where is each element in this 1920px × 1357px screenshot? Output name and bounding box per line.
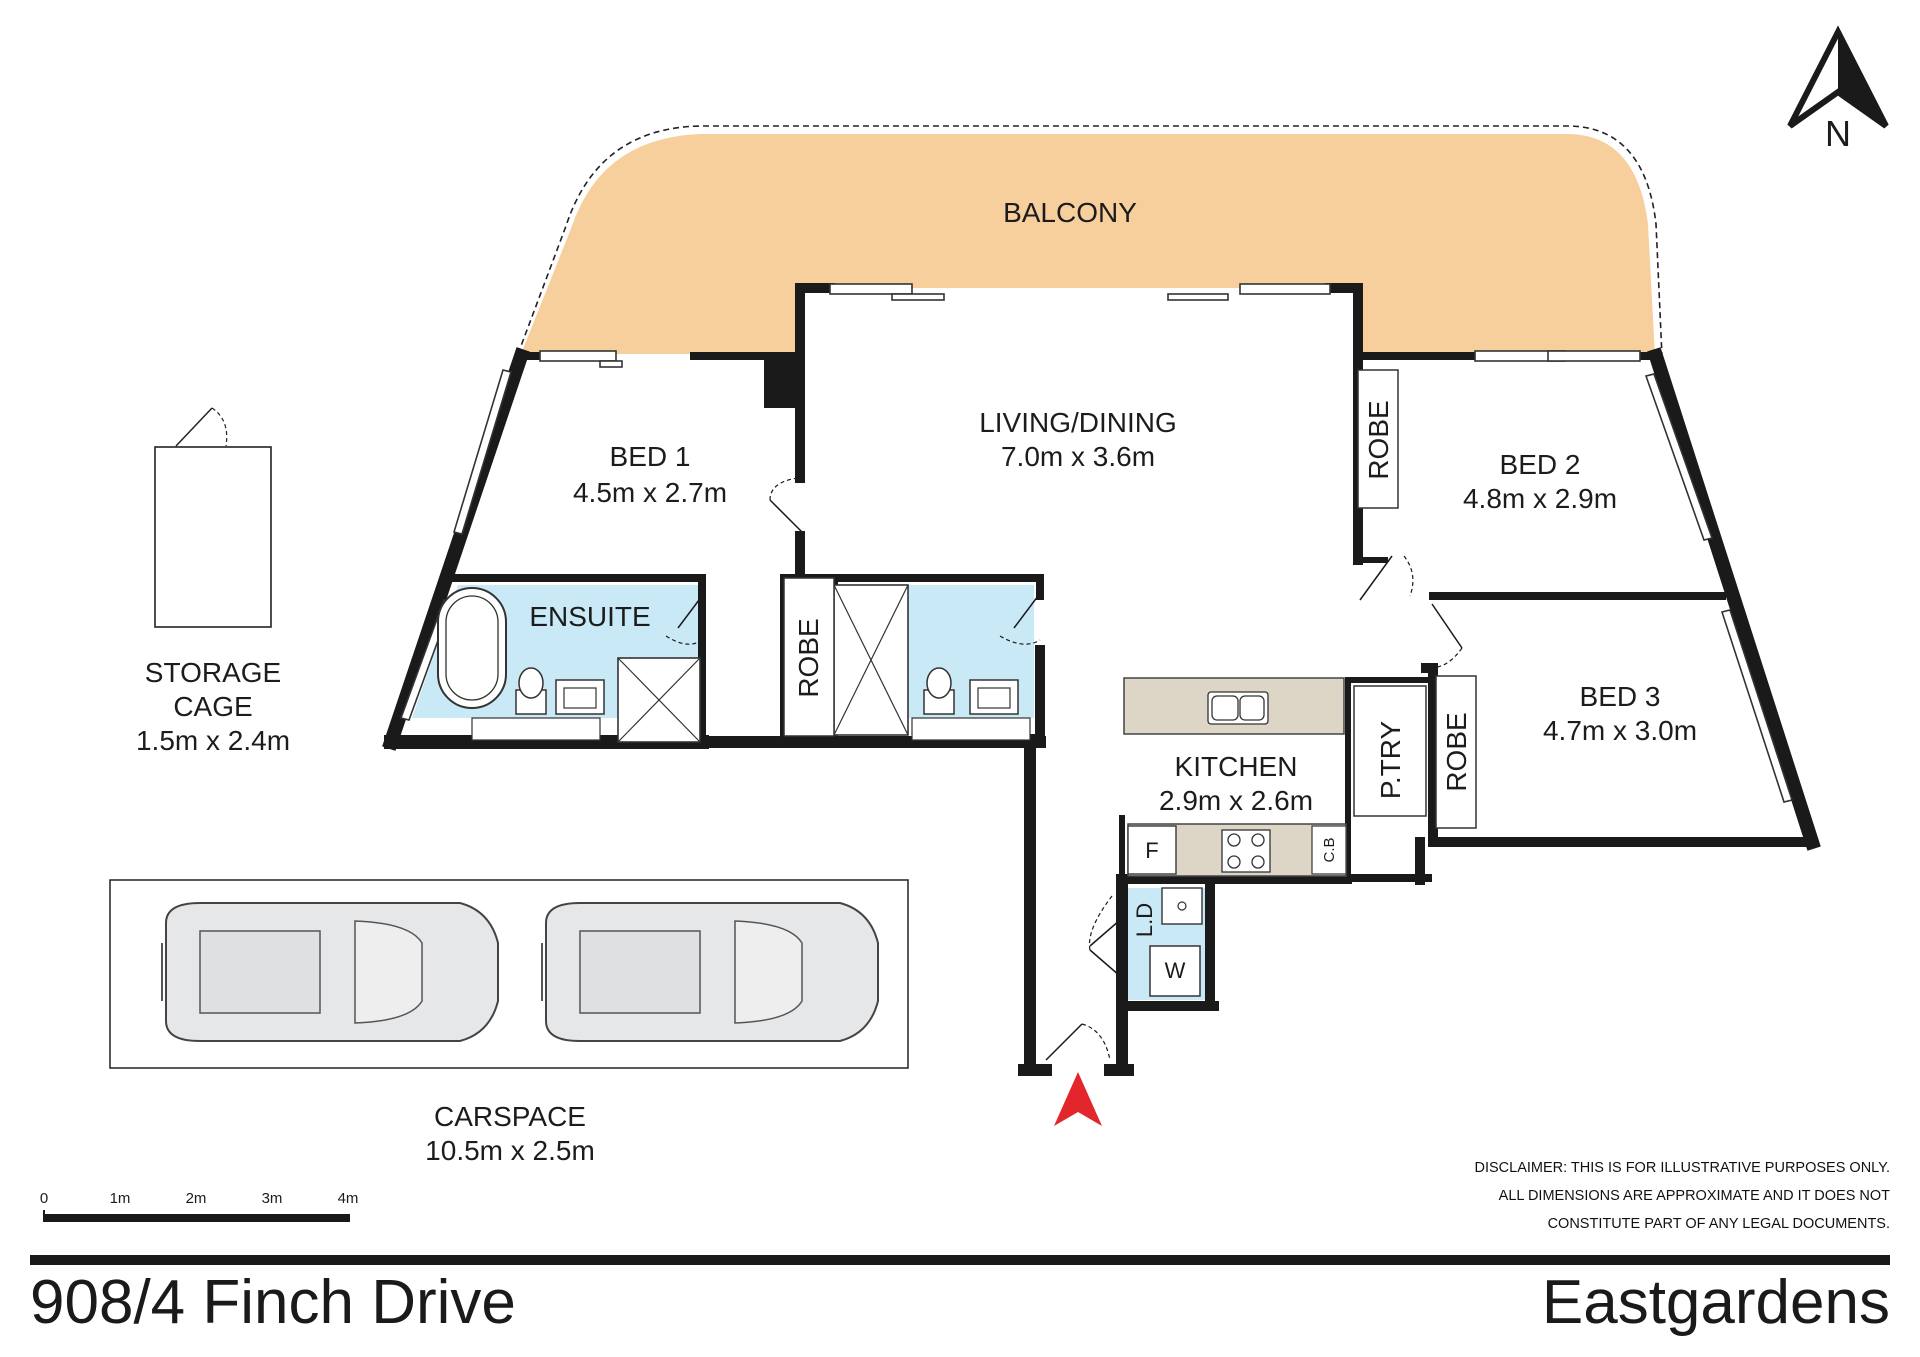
balcony-dashed-outline: [517, 125, 1663, 357]
robe-bed2: [1357, 369, 1399, 509]
fridge-label: F: [1145, 838, 1158, 863]
scale-label-4m: 4m: [338, 1190, 359, 1207]
robe-bed3: [1435, 675, 1477, 829]
carspace-outline: [109, 879, 909, 1069]
cupboard-label: C.B: [1321, 837, 1338, 862]
living-dims: 7.0m x 3.6m: [1001, 441, 1155, 472]
car-2: [541, 902, 879, 1042]
bed1-dims: 4.5m x 2.7m: [573, 477, 727, 508]
storage-label-line1: STORAGE: [145, 657, 281, 688]
cooktop: [1221, 829, 1271, 873]
disclaimer-line-2: ALL DIMENSIONS ARE APPROXIMATE AND IT DO…: [1498, 1188, 1890, 1204]
carspace-dims: 10.5m x 2.5m: [425, 1135, 595, 1166]
kitchen-label: KITCHEN: [1175, 751, 1298, 782]
compass-north-label: N: [1825, 113, 1851, 154]
car-1: [161, 902, 499, 1042]
balcony-area: [521, 134, 1655, 356]
laundry-tub-drain: [1177, 901, 1187, 911]
scale-label-3m: 3m: [262, 1190, 283, 1207]
carspace-label: CARSPACE: [434, 1101, 586, 1132]
disclaimer-line-1: DISCLAIMER: THIS IS FOR ILLUSTRATIVE PUR…: [1474, 1160, 1890, 1176]
living-label: LIVING/DINING: [979, 407, 1177, 438]
storage-label-line2: CAGE: [173, 691, 252, 722]
ensuite-fixtures: [437, 587, 701, 743]
property-address: 908/4 Finch Drive: [30, 1268, 516, 1337]
disclaimer-line-3: CONSTITUTE PART OF ANY LEGAL DOCUMENTS.: [1547, 1216, 1890, 1232]
ensuite-label: ENSUITE: [529, 601, 650, 632]
robe-bed3-label: ROBE: [1441, 712, 1472, 791]
robe-hallway: [783, 577, 835, 737]
storage-dims: 1.5m x 2.4m: [136, 725, 290, 756]
storage-door: [175, 407, 213, 447]
property-suburb: Eastgardens: [1541, 1268, 1890, 1337]
bed3-dims: 4.7m x 3.0m: [1543, 715, 1697, 746]
entry-arrow-icon: [1054, 1072, 1102, 1126]
pantry-label: P.TRY: [1375, 721, 1406, 800]
north-compass-icon: [1787, 25, 1889, 129]
scale-label-2m: 2m: [186, 1190, 207, 1207]
kitchen-island: [1123, 677, 1345, 735]
cupboard: [1311, 825, 1347, 875]
bed2-dims: 4.8m x 2.9m: [1463, 483, 1617, 514]
bathroom-fixtures: [833, 584, 1031, 741]
fridge: [1127, 825, 1177, 875]
robe-hallway-label: ROBE: [793, 618, 824, 697]
kitchen-sink: [1207, 691, 1269, 725]
scale-bar: [43, 1210, 350, 1222]
bed1-label: BED 1: [610, 441, 691, 472]
storage-door-swing: [211, 407, 228, 447]
pantry: [1353, 685, 1427, 817]
footer-divider: [30, 1255, 1890, 1265]
bed2-label: BED 2: [1500, 449, 1581, 480]
washer: [1149, 945, 1201, 997]
washer-label: W: [1165, 958, 1186, 983]
scale-label-1m: 1m: [110, 1190, 131, 1207]
robe-bed2-label: ROBE: [1363, 400, 1394, 479]
laundry-tub: [1161, 887, 1203, 925]
doors: [665, 477, 1463, 1061]
scale-label-0: 0: [40, 1190, 48, 1207]
balcony-label: BALCONY: [1003, 197, 1137, 228]
storage-cage: [154, 446, 272, 628]
laundry-label: L.D: [1132, 903, 1157, 937]
kitchen-dims: 2.9m x 2.6m: [1159, 785, 1313, 816]
bed3-label: BED 3: [1580, 681, 1661, 712]
